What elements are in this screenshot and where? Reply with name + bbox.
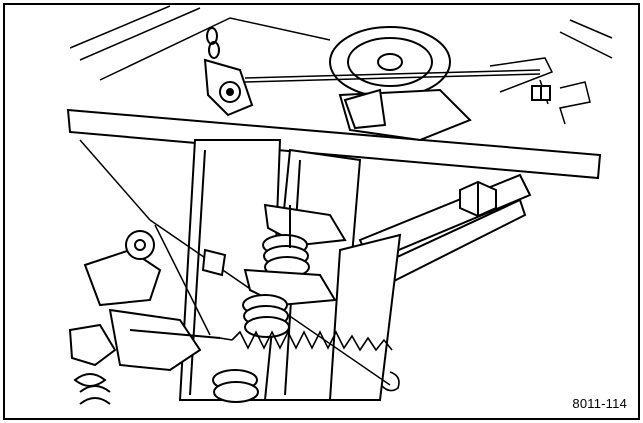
chain-link-icon <box>206 27 220 59</box>
cable-icon <box>244 57 554 105</box>
support-bracket <box>328 173 532 401</box>
pulley-icon <box>329 26 472 142</box>
bolt-icon <box>459 180 497 218</box>
figure-id-label: 8011-114 <box>572 396 627 411</box>
spring-icon <box>212 203 347 403</box>
pulley-block <box>203 58 254 117</box>
extension-spring <box>219 330 400 392</box>
figure-border <box>3 3 640 420</box>
frame-rails <box>69 5 613 125</box>
linkage-cluster <box>68 230 227 405</box>
linkage-nut <box>531 85 551 101</box>
